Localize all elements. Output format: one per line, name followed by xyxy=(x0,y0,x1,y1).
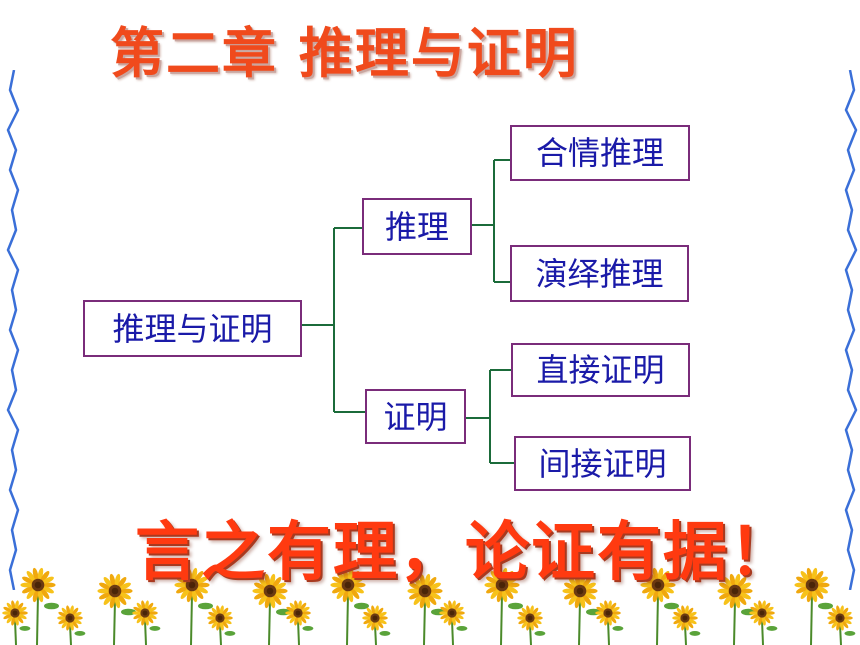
chapter-title: 第二章 推理与证明 xyxy=(110,21,579,85)
node-proof: 证明 xyxy=(365,389,466,444)
node-indirect-proof: 间接证明 xyxy=(514,436,691,491)
root-node-reasoning-and-proof: 推理与证明 xyxy=(83,300,302,357)
sunflower-border-decoration xyxy=(2,567,856,645)
right-zigzag-border-decoration xyxy=(844,70,858,590)
left-zigzag-border-decoration xyxy=(6,70,20,590)
node-deductive-reasoning: 演绎推理 xyxy=(510,245,689,302)
node-reasoning: 推理 xyxy=(362,198,472,255)
node-direct-proof: 直接证明 xyxy=(511,343,690,397)
motto-slogan: 言之有理，论证有据！ xyxy=(135,515,795,590)
node-plausible-reasoning: 合情推理 xyxy=(510,125,690,181)
